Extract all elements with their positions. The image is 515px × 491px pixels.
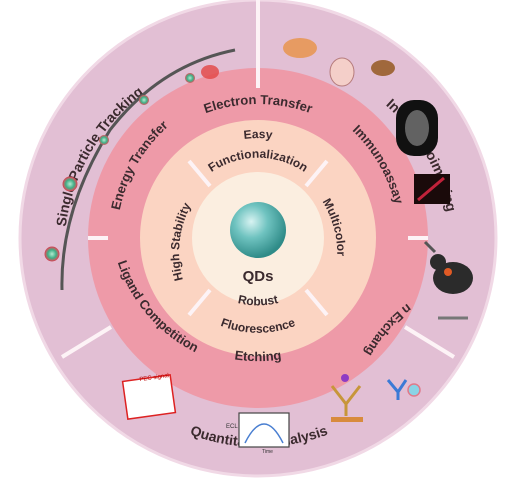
bioimaging-illustrations bbox=[283, 38, 473, 320]
tracking-trajectory-illustration bbox=[44, 48, 236, 291]
qd-particle-icon bbox=[139, 95, 149, 105]
probe-icon bbox=[423, 240, 437, 254]
quantitative-illustrations: PEC signal ECL Time bbox=[121, 373, 421, 455]
property-fluorescence: Fluorescence bbox=[219, 315, 297, 336]
organ-icon bbox=[371, 60, 395, 76]
cell-vesicle-icon bbox=[201, 65, 219, 79]
qd-particle-icon bbox=[99, 135, 109, 145]
qd-sphere-icon bbox=[230, 202, 286, 258]
time-label: Time bbox=[262, 449, 273, 455]
qd-particle-icon bbox=[44, 246, 60, 262]
property-robust: Robust bbox=[237, 292, 279, 308]
cell-membrane-curve bbox=[60, 48, 236, 291]
center-label: QDs bbox=[243, 268, 274, 285]
pec-signal-label: PEC signal bbox=[139, 373, 169, 383]
property-easy: Easy bbox=[243, 127, 274, 142]
mouse-anatomy-icon bbox=[329, 57, 355, 87]
mechanism-etching: Etching bbox=[234, 347, 282, 364]
organ-icon bbox=[283, 38, 317, 58]
pec-signal-chart-icon bbox=[121, 373, 177, 421]
qd-particle-icon bbox=[62, 176, 78, 192]
antibody-icon bbox=[330, 385, 362, 416]
qd-particle-icon bbox=[185, 73, 195, 83]
sector-dividers bbox=[60, 0, 456, 359]
mouse-icon bbox=[433, 262, 473, 294]
qd-label-icon bbox=[407, 383, 421, 397]
ecl-label: ECL bbox=[226, 424, 238, 430]
antibody-icon bbox=[386, 379, 408, 400]
ecl-chart-icon bbox=[238, 412, 290, 448]
antigen-icon bbox=[341, 374, 349, 382]
